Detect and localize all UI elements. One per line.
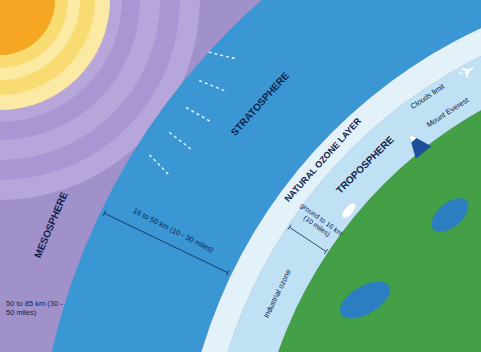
ocean <box>425 192 474 239</box>
earth <box>253 53 481 352</box>
sun-ring <box>0 0 68 68</box>
band-fill <box>205 5 481 352</box>
sun-core <box>0 0 55 55</box>
sun-ring <box>0 0 160 160</box>
dimension-line <box>103 211 229 276</box>
band-fill <box>35 0 481 352</box>
annotation-label: Clouds limit <box>410 83 447 112</box>
annotation-label: Industrial ozone <box>262 268 293 319</box>
annotation-label: Mount Everest <box>426 96 471 130</box>
sun-ring <box>0 0 122 122</box>
ocean <box>334 274 396 326</box>
sun-ring <box>0 0 140 140</box>
band-fill <box>180 0 481 352</box>
dimension-line <box>288 225 328 254</box>
mountain <box>409 134 432 159</box>
sun-ring <box>0 0 95 95</box>
altitude-range: 50 to 85 km (30 - 50 miles) <box>6 300 70 317</box>
sun-ring <box>0 0 110 110</box>
airplane <box>457 63 476 79</box>
cloud <box>340 201 358 220</box>
mountain-snow <box>409 134 417 143</box>
sun-ring <box>0 0 80 80</box>
sun-rays <box>149 52 237 176</box>
